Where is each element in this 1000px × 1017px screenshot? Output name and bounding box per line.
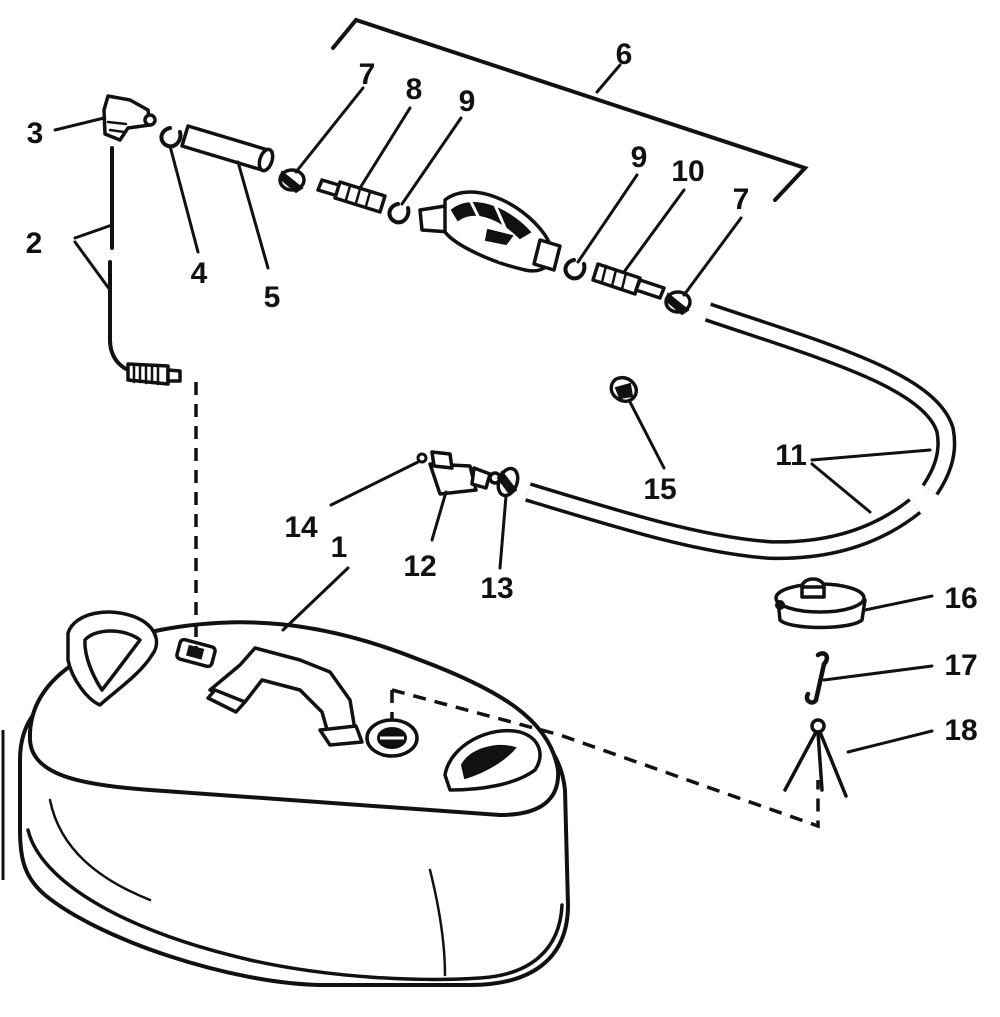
retainer-hook bbox=[804, 651, 830, 705]
leader-14 bbox=[329, 460, 420, 507]
clip-part9-left bbox=[387, 202, 411, 225]
connector-part8 bbox=[316, 178, 387, 214]
leader-16 bbox=[863, 594, 934, 612]
pickup-tube bbox=[108, 146, 182, 386]
leader-12 bbox=[430, 490, 448, 542]
clip-part4 bbox=[159, 126, 183, 149]
callout-12: 12 bbox=[403, 550, 436, 583]
leader-10 bbox=[622, 188, 686, 274]
callout-14: 14 bbox=[284, 511, 318, 544]
spring-retainer bbox=[783, 718, 848, 798]
clamp-part13 bbox=[496, 466, 520, 498]
clamp-left bbox=[278, 168, 306, 194]
leader-8 bbox=[358, 106, 412, 190]
leader-18 bbox=[846, 729, 934, 754]
callout-2: 2 bbox=[26, 227, 43, 260]
callout-1: 1 bbox=[331, 531, 348, 564]
callout-6: 6 bbox=[616, 38, 633, 71]
primer-bulb bbox=[418, 190, 562, 273]
fuel-tank bbox=[18, 610, 570, 987]
callout-7b: 7 bbox=[733, 183, 750, 216]
leader-6 bbox=[595, 63, 622, 94]
leader-7b bbox=[682, 216, 743, 297]
callout-9a: 9 bbox=[459, 85, 476, 118]
callout-10: 10 bbox=[671, 155, 704, 188]
spare-clamp bbox=[609, 375, 638, 403]
filler-cap bbox=[774, 577, 867, 630]
callout-7a: 7 bbox=[359, 58, 376, 91]
leader-11b bbox=[810, 462, 872, 514]
leader-2a bbox=[73, 223, 114, 240]
callout-9b: 9 bbox=[631, 141, 648, 174]
leader-5 bbox=[236, 160, 270, 270]
callout-18: 18 bbox=[944, 714, 977, 747]
callout-13: 13 bbox=[480, 572, 513, 605]
dashed-line-retainer-to-filler bbox=[390, 688, 820, 829]
callout-15: 15 bbox=[643, 473, 676, 506]
callout-4: 4 bbox=[191, 257, 208, 290]
leader-17 bbox=[822, 664, 934, 682]
callout-3: 3 bbox=[27, 117, 44, 150]
clamp-right bbox=[664, 290, 692, 316]
callout-11: 11 bbox=[775, 439, 807, 472]
leader-9a bbox=[400, 116, 463, 206]
leader-11a bbox=[810, 448, 932, 462]
leader-4 bbox=[168, 144, 200, 254]
tank-connector bbox=[428, 450, 502, 496]
elbow-fitting bbox=[102, 94, 157, 142]
clip-part9-right bbox=[563, 258, 587, 281]
leader-9b bbox=[576, 173, 639, 264]
short-hose bbox=[180, 124, 275, 173]
long-hose bbox=[525, 302, 957, 561]
assembly-bracket bbox=[331, 17, 809, 202]
leader-13 bbox=[498, 494, 508, 570]
callout-16: 16 bbox=[944, 582, 977, 615]
leader-3 bbox=[53, 116, 106, 132]
connector-part10 bbox=[591, 262, 666, 300]
o-ring bbox=[416, 452, 428, 464]
leader-7a bbox=[294, 86, 365, 174]
callout-17: 17 bbox=[944, 649, 977, 682]
leader-2b bbox=[73, 240, 112, 292]
leader-15 bbox=[628, 400, 666, 470]
callout-8: 8 bbox=[406, 73, 423, 106]
leader-1 bbox=[281, 566, 350, 632]
callout-5: 5 bbox=[264, 281, 281, 314]
